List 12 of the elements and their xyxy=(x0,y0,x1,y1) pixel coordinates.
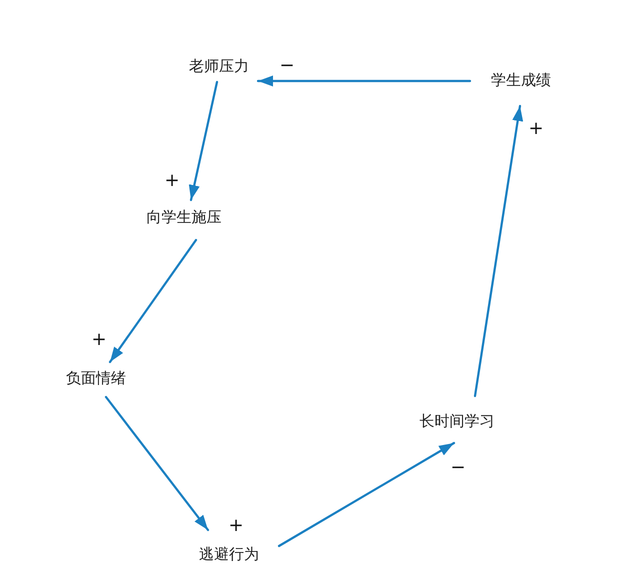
variable-label: 长时间学习 xyxy=(420,413,494,431)
variable-label: 学生成绩 xyxy=(491,72,551,90)
arrow xyxy=(188,80,218,202)
arrow xyxy=(108,238,198,364)
variable-label: 负面情绪 xyxy=(66,370,126,388)
arrow xyxy=(474,104,524,398)
variable-label: 向学生施压 xyxy=(146,209,222,227)
arrow xyxy=(278,442,456,548)
arrow xyxy=(104,396,210,532)
arrow xyxy=(256,76,472,86)
variable-label: 逃避行为 xyxy=(199,546,259,564)
variable-label: 老师压力 xyxy=(189,58,249,76)
